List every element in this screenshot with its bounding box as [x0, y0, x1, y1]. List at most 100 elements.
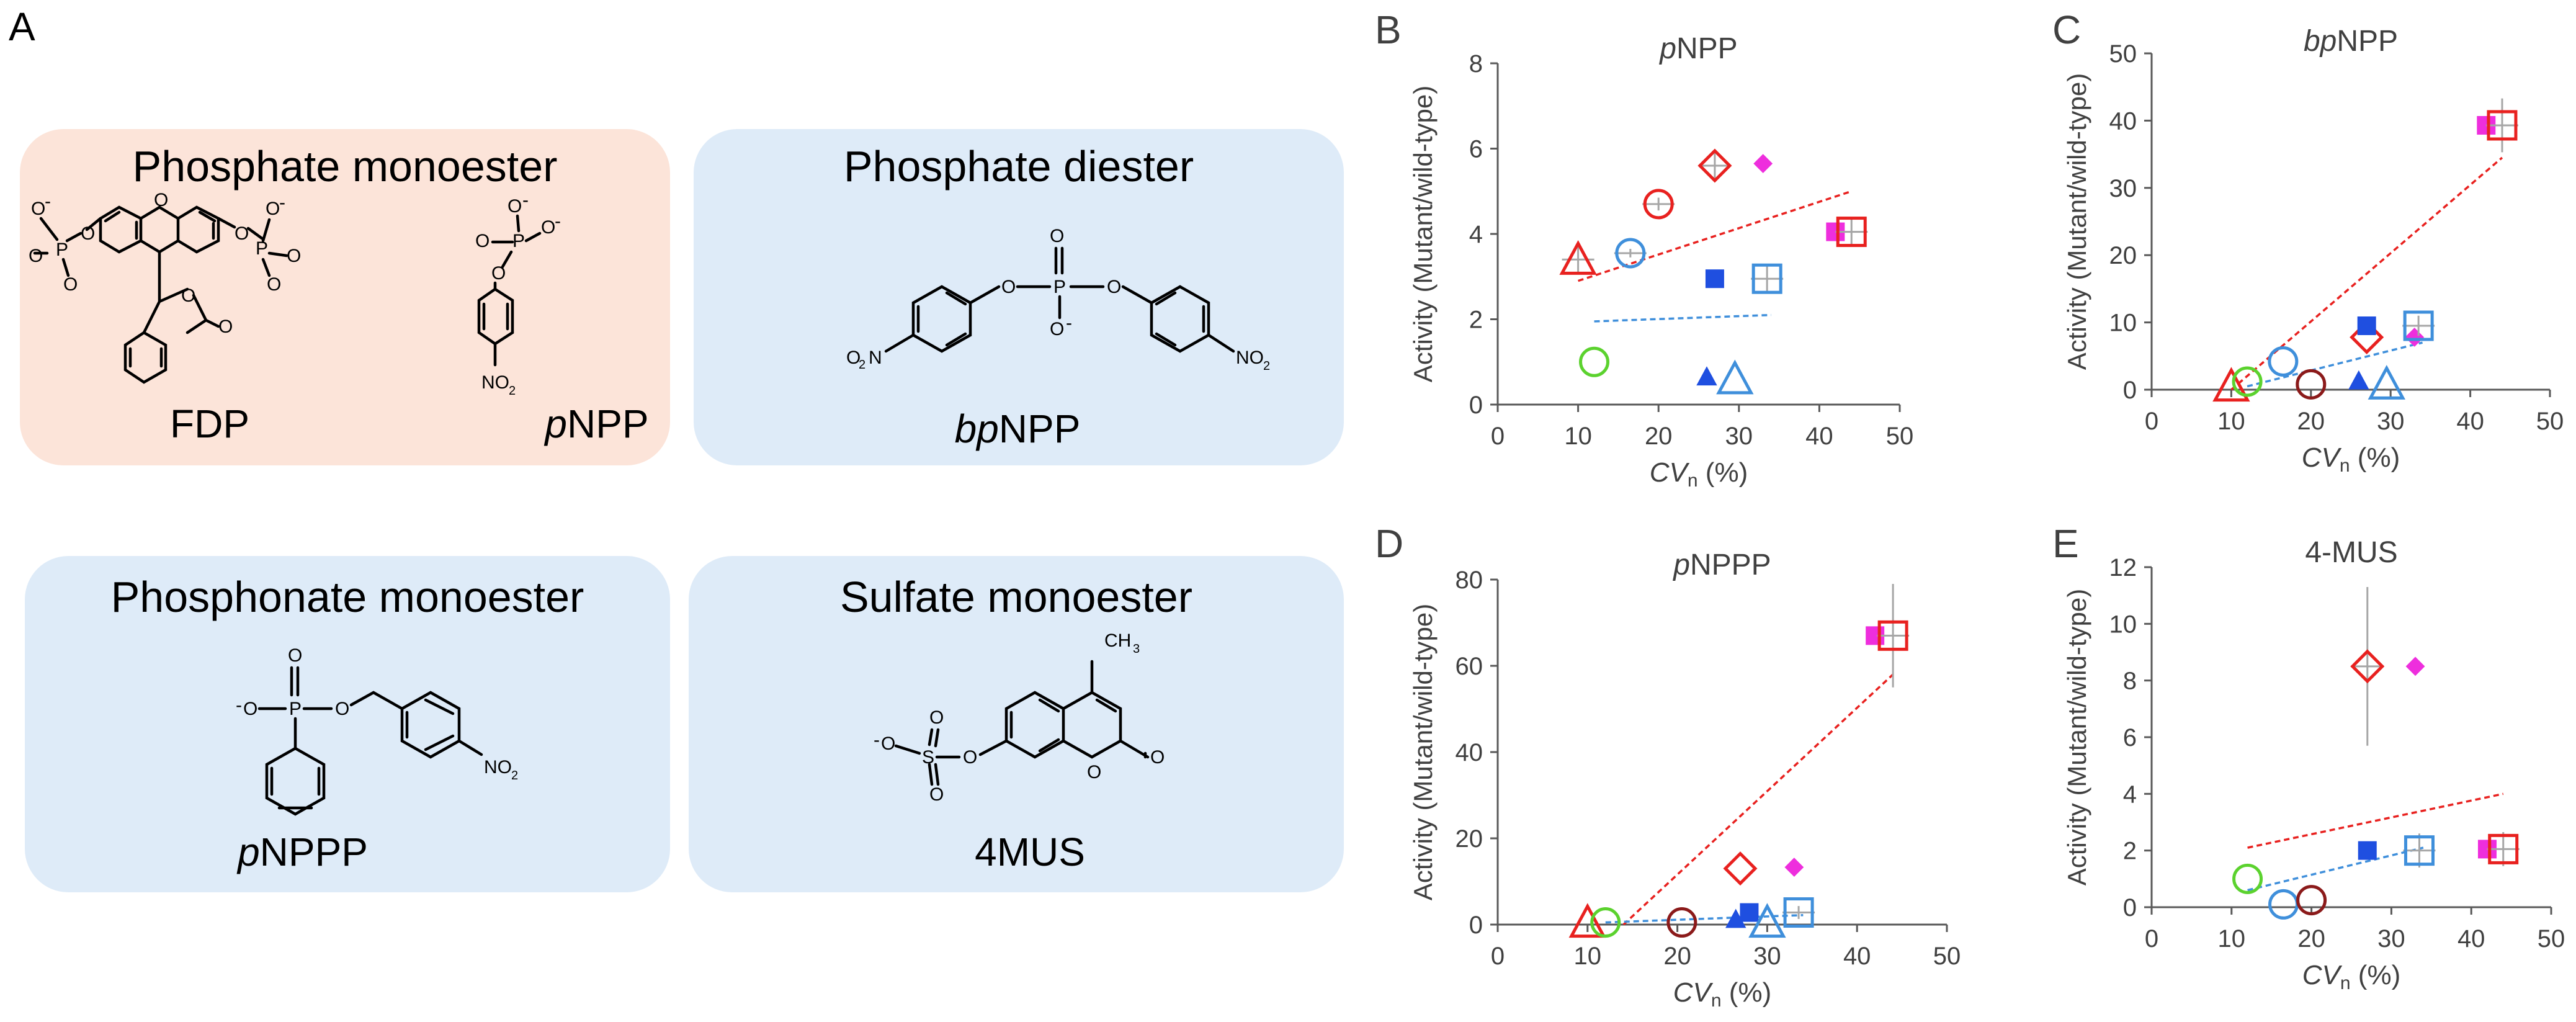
data-point-circle-open [2296, 885, 2327, 916]
svg-text:-: - [279, 192, 285, 213]
x-tick-label: 30 [1753, 943, 1781, 970]
marker [2358, 841, 2377, 860]
marker [1716, 359, 1754, 395]
marker [2350, 320, 2384, 354]
trendline [2247, 341, 2423, 388]
marker [1748, 903, 1786, 938]
svg-text:2: 2 [511, 769, 518, 782]
pnpp-structure: O - O - P O O NO 2 [475, 190, 561, 398]
data-point-diamond-filled [1753, 154, 1773, 173]
svg-text:P: P [256, 238, 268, 259]
svg-text:O: O [335, 699, 349, 719]
x-tick-label: 10 [1574, 943, 1602, 970]
data-point-circle-open [1579, 346, 1610, 377]
svg-text:O: O [267, 274, 281, 295]
svg-text:O: O [1001, 277, 1016, 297]
y-tick-label: 60 [1456, 653, 1483, 680]
x-tick-label: 30 [1725, 423, 1753, 450]
y-tick-label: 10 [2109, 310, 2137, 337]
trendline [2247, 846, 2424, 892]
svg-text:-: - [555, 211, 561, 231]
x-tick-label: 30 [2377, 408, 2405, 435]
svg-text:-: - [236, 695, 242, 715]
trendline [1578, 190, 1852, 282]
marker [1783, 897, 1814, 928]
x-tick-label: 40 [2457, 925, 2485, 953]
trendline [1622, 673, 1894, 926]
svg-text:O: O [288, 645, 302, 666]
svg-text:O: O [266, 199, 280, 219]
marker [2488, 833, 2519, 864]
data-point-circle-open [1666, 907, 1697, 938]
marker [1705, 269, 1724, 289]
svg-text:NO: NO [481, 372, 509, 393]
data-point-diamond-filled [2405, 657, 2425, 676]
y-axis-label: Activity (Mutant/wild-type) [1408, 604, 1438, 900]
marker [2403, 310, 2434, 341]
marker [2405, 657, 2425, 676]
svg-text:O: O [1150, 747, 1165, 768]
data-point-diamond-filled [1784, 858, 1804, 877]
y-axis-label: Activity (Mutant/wild-type) [2062, 589, 2091, 885]
panel-letter-c: C [2052, 7, 2081, 52]
svg-text:2: 2 [509, 384, 516, 398]
marker [1753, 154, 1773, 173]
data-point-diamond-open [1723, 851, 1758, 886]
data-point-circle-open [2232, 366, 2263, 397]
marker [1666, 907, 1697, 938]
x-axis-label: CVn (%) [1650, 457, 1748, 491]
svg-text:O: O [1087, 762, 1101, 782]
y-tick-label: 40 [2109, 107, 2137, 135]
svg-text:O: O [287, 246, 301, 266]
marker [2368, 365, 2405, 400]
svg-text:O: O [929, 784, 944, 805]
marker [2268, 889, 2299, 920]
y-tick-label: 0 [1469, 392, 1483, 419]
svg-text:P: P [512, 231, 525, 251]
svg-text:O: O [541, 217, 555, 238]
svg-text:-: - [1066, 313, 1072, 333]
sulfate-monoester-box: Sulfate monoester CH 3 O O O S O O - O 4… [689, 556, 1344, 892]
data-point-circle-open [1642, 189, 1675, 220]
svg-text:-: - [874, 730, 880, 750]
svg-text:N: N [869, 347, 882, 368]
data-point-square-filled [1705, 269, 1724, 289]
label-fdp: FDP [170, 401, 249, 446]
x-axis-label: CVn (%) [1673, 977, 1771, 1011]
y-tick-label: 8 [1469, 50, 1483, 78]
x-tick-label: 40 [1843, 943, 1871, 970]
label-bpnpp: bpNPP [954, 406, 1081, 451]
y-tick-label: 6 [2123, 724, 2137, 751]
x-tick-label: 0 [2145, 408, 2158, 435]
marker [1568, 903, 1606, 938]
data-point-triangle-open [1716, 359, 1754, 395]
y-tick-label: 50 [2109, 40, 2137, 68]
marker [1590, 907, 1621, 938]
data-point-circle-open [1614, 238, 1647, 269]
svg-text:O: O [63, 274, 78, 295]
x-tick-label: 50 [2536, 408, 2564, 435]
phosphate-monoester-box: Phosphate monoester O - P O O O O O P O … [20, 129, 670, 465]
fdp-left-o-minus-1: O [31, 199, 45, 219]
svg-text:O: O [881, 733, 895, 754]
svg-text:O: O [154, 190, 168, 210]
x-tick-label: 20 [2297, 408, 2325, 435]
y-tick-label: 4 [1469, 221, 1483, 248]
marker [1615, 238, 1646, 269]
marker [2487, 110, 2518, 141]
x-axis-label: CVn (%) [2302, 442, 2400, 476]
x-tick-label: 10 [1564, 423, 1592, 450]
box-title-phosphate-diester: Phosphate diester [843, 142, 1194, 191]
chart-title: 4-MUS [2305, 536, 2397, 569]
marker [2232, 863, 2263, 894]
marker [1579, 346, 1610, 377]
svg-text:O: O [181, 285, 195, 306]
x-tick-label: 20 [1663, 943, 1691, 970]
data-point-square-open [1877, 583, 1910, 688]
chart-title: pNPP [1658, 32, 1737, 65]
bpnpp-structure: O P O - O O O 2 N NO 2 [846, 226, 1270, 373]
svg-text:O: O [508, 196, 522, 217]
